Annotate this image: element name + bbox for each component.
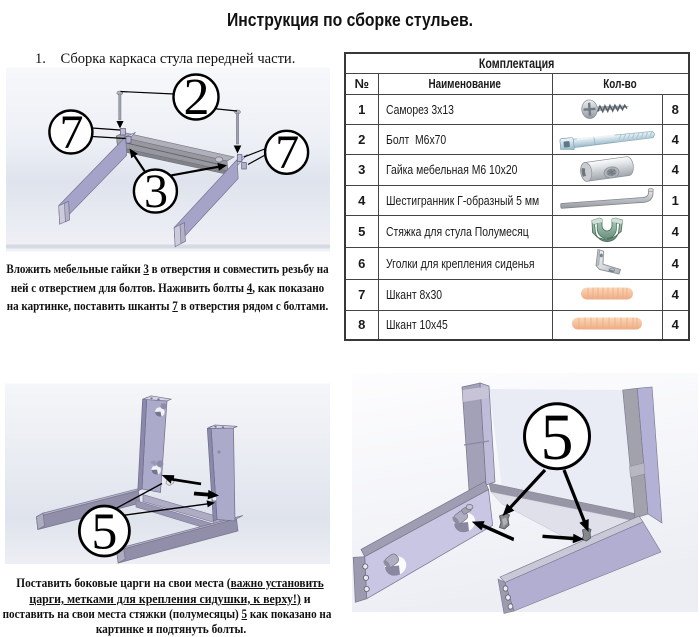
svg-text:2: 2	[184, 69, 210, 126]
svg-text:3: 3	[144, 165, 168, 218]
svg-text:5: 5	[91, 504, 117, 561]
svg-text:5: 5	[541, 401, 574, 474]
svg-text:7: 7	[275, 126, 299, 179]
svg-text:7: 7	[60, 106, 84, 159]
